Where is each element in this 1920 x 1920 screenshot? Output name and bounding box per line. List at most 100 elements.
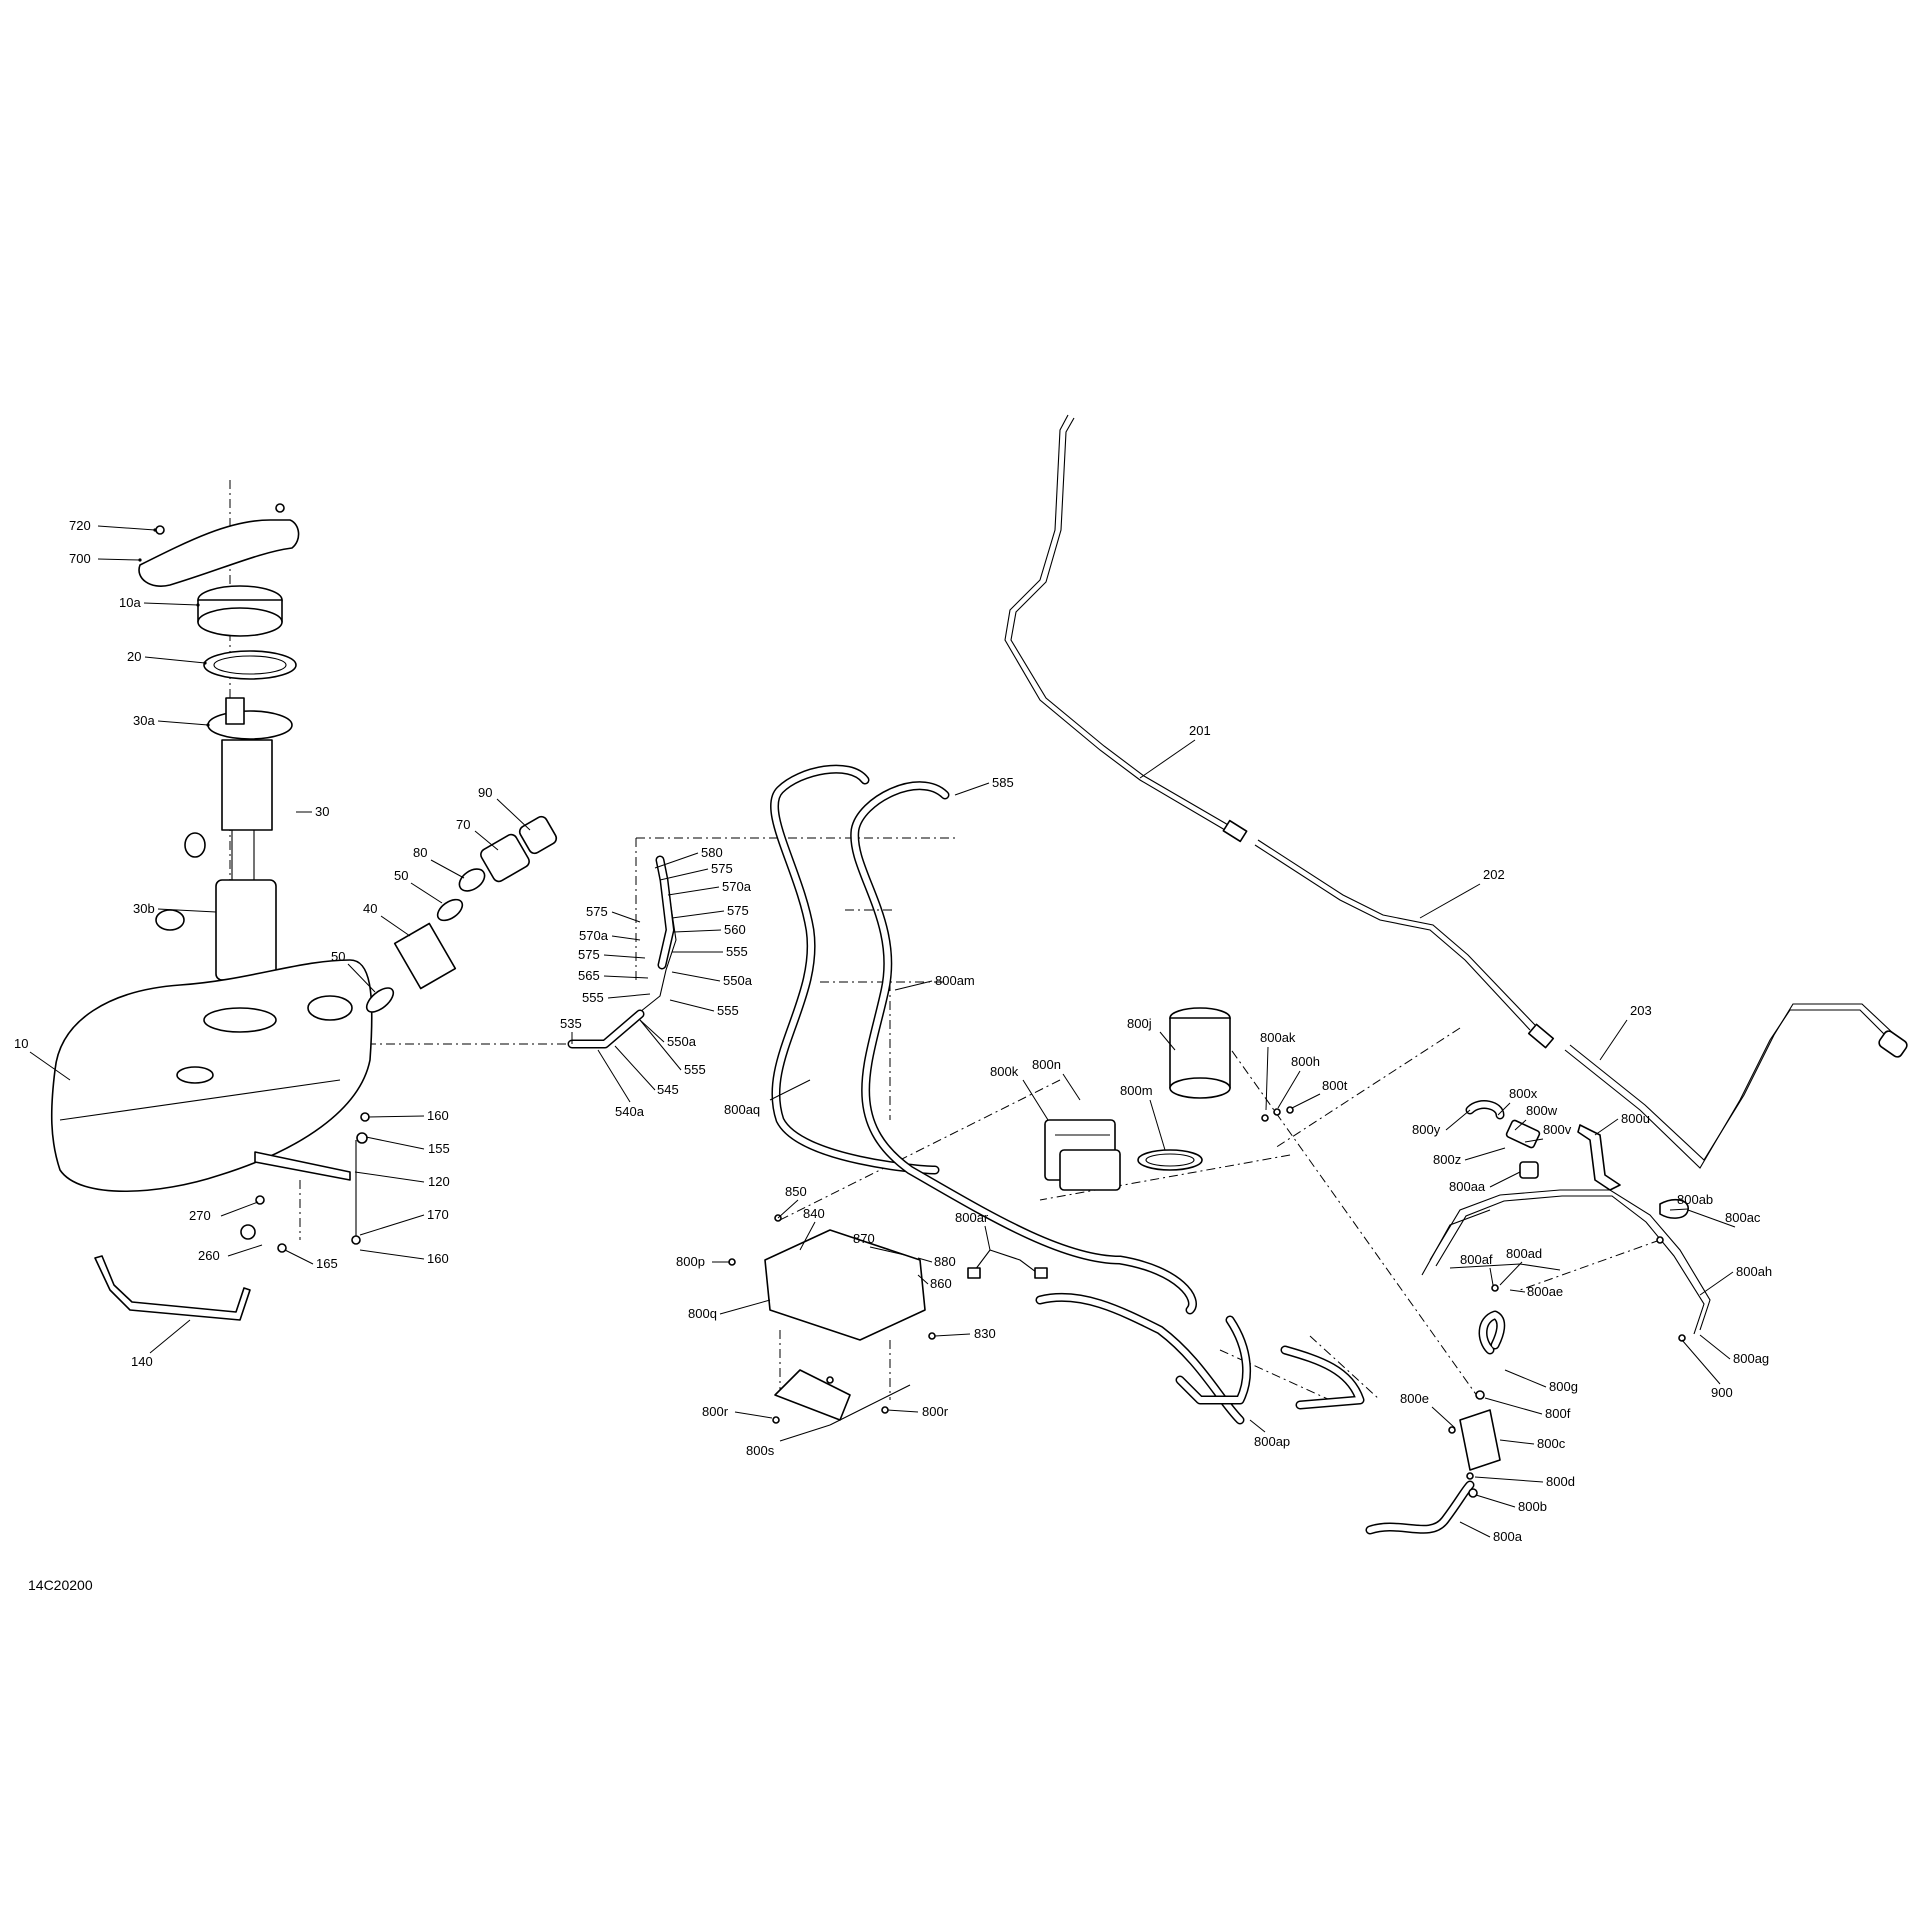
callout-575-a: 575 (711, 861, 733, 876)
callout-800r-left: 800r (702, 1404, 729, 1419)
callout-575-c: 575 (727, 903, 749, 918)
callout-800ak: 800ak (1260, 1030, 1296, 1045)
callout-155: 155 (428, 1141, 450, 1156)
callout-170: 170 (427, 1207, 449, 1222)
callout-260: 260 (198, 1248, 220, 1263)
control-module-800k (1044, 1119, 1121, 1191)
callout-800z: 800z (1433, 1152, 1461, 1167)
callout-800w: 800w (1526, 1103, 1558, 1118)
callout-900: 900 (1711, 1385, 1733, 1400)
callout-70: 70 (456, 817, 470, 832)
callout-800a: 800a (1493, 1529, 1523, 1544)
callout-800ad: 800ad (1506, 1246, 1542, 1261)
bracket-700 (138, 519, 300, 587)
callout-800af: 800af (1460, 1252, 1493, 1267)
callout-20: 20 (127, 649, 141, 664)
callout-870: 870 (853, 1231, 875, 1246)
callout-800ae: 800ae (1527, 1284, 1563, 1299)
harness-800ar (967, 1249, 1048, 1279)
callout-555-d: 555 (684, 1062, 706, 1077)
callout-30: 30 (315, 804, 329, 819)
callout-800ar: 800ar (955, 1210, 989, 1225)
pump-800c (1365, 1310, 1506, 1535)
callout-800am: 800am (935, 973, 975, 988)
callout-labels: 720 700 10a 20 30a 30 30b 10 90 70 80 50… (14, 518, 1772, 1544)
callout-555-b: 555 (582, 990, 604, 1005)
callout-575-d: 575 (578, 947, 600, 962)
callout-575-b: 575 (586, 904, 608, 919)
callout-165: 165 (316, 1256, 338, 1271)
callout-800t: 800t (1322, 1078, 1348, 1093)
callout-800m: 800m (1120, 1083, 1153, 1098)
callout-550a-b: 550a (667, 1034, 697, 1049)
callout-50-lower: 50 (331, 949, 345, 964)
callout-800g: 800g (1549, 1379, 1578, 1394)
callout-720: 720 (69, 518, 91, 533)
callout-800ac: 800ac (1725, 1210, 1761, 1225)
callout-800e: 800e (1400, 1391, 1429, 1406)
callout-800x: 800x (1509, 1086, 1538, 1101)
callout-535: 535 (560, 1016, 582, 1031)
hoses-800ap (1035, 1292, 1365, 1425)
callout-800b: 800b (1518, 1499, 1547, 1514)
callout-120: 120 (428, 1174, 450, 1189)
callout-10: 10 (14, 1036, 28, 1051)
callout-800q: 800q (688, 1306, 717, 1321)
callout-140: 140 (131, 1354, 153, 1369)
callout-570a-a: 570a (722, 879, 752, 894)
callout-50-upper: 50 (394, 868, 408, 883)
callout-800f: 800f (1545, 1406, 1571, 1421)
callout-830: 830 (974, 1326, 996, 1341)
callout-160-upper: 160 (427, 1108, 449, 1123)
callout-800aq: 800aq (724, 1102, 760, 1117)
callout-800y: 800y (1412, 1122, 1441, 1137)
callout-800ab: 800ab (1677, 1192, 1713, 1207)
callout-565: 565 (578, 968, 600, 983)
callout-30a: 30a (133, 713, 155, 728)
vent-tubes-201-203 (1004, 414, 1908, 1169)
fasteners (240, 1106, 1686, 1498)
callout-585: 585 (992, 775, 1014, 790)
callout-800u: 800u (1621, 1111, 1650, 1126)
callout-880: 880 (934, 1254, 956, 1269)
callout-270: 270 (189, 1208, 211, 1223)
callout-800k: 800k (990, 1064, 1019, 1079)
callout-800d: 800d (1546, 1474, 1575, 1489)
callout-580: 580 (701, 845, 723, 860)
callout-800p: 800p (676, 1254, 705, 1269)
leader-dots (138, 528, 210, 727)
callout-30b: 30b (133, 901, 155, 916)
callout-800r-right: 800r (922, 1404, 949, 1419)
bracket-800q (764, 1229, 926, 1426)
callout-800n: 800n (1032, 1057, 1061, 1072)
callout-550a-a: 550a (723, 973, 753, 988)
callout-860: 860 (930, 1276, 952, 1291)
callout-555-c: 555 (717, 1003, 739, 1018)
callout-10a: 10a (119, 595, 141, 610)
callout-800c: 800c (1537, 1436, 1566, 1451)
callout-203: 203 (1630, 1003, 1652, 1018)
callout-800s: 800s (746, 1443, 775, 1458)
callout-850: 850 (785, 1184, 807, 1199)
fuel-line-fittings (567, 855, 677, 1049)
fuel-tank-assembly (50, 503, 558, 1321)
leader-lines (29, 525, 1736, 1538)
callout-160-lower: 160 (427, 1251, 449, 1266)
callout-800j: 800j (1127, 1016, 1152, 1031)
callout-800h: 800h (1291, 1054, 1320, 1069)
callout-800ah: 800ah (1736, 1264, 1772, 1279)
callout-545: 545 (657, 1082, 679, 1097)
callout-800v: 800v (1543, 1122, 1572, 1137)
callout-800ap: 800ap (1254, 1434, 1290, 1449)
callout-800ag: 800ag (1733, 1351, 1769, 1366)
evap-canister (1137, 1007, 1231, 1171)
callout-201: 201 (1189, 723, 1211, 738)
callout-840: 840 (803, 1206, 825, 1221)
callout-700: 700 (69, 551, 91, 566)
callout-80: 80 (413, 845, 427, 860)
callout-90: 90 (478, 785, 492, 800)
callout-202: 202 (1483, 867, 1505, 882)
callout-800aa: 800aa (1449, 1179, 1486, 1194)
vent-hoses (770, 764, 1197, 1315)
